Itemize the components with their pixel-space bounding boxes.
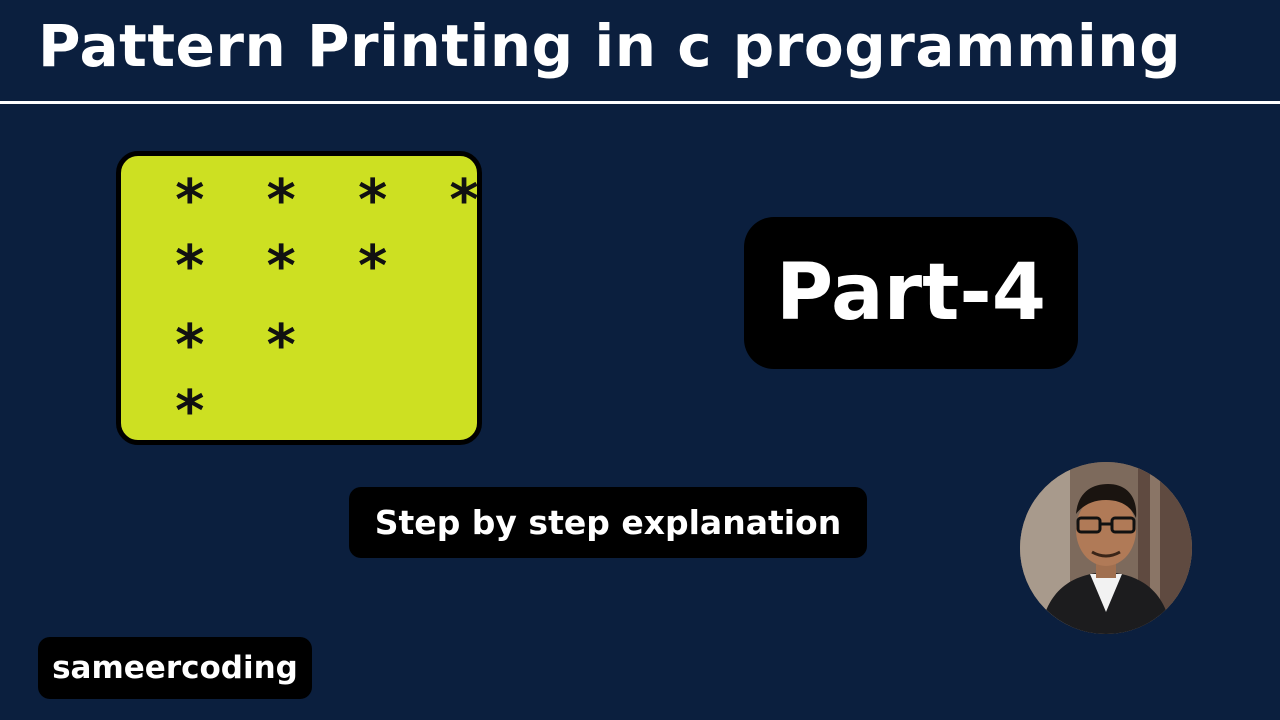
video-title: Pattern Printing in c programming [38,12,1182,80]
avatar-photo [1020,462,1192,634]
channel-badge: sameercoding [38,637,312,699]
title-divider [0,101,1280,104]
part-badge: Part-4 [744,217,1078,369]
subtitle-label: Step by step explanation [374,503,842,542]
person-photo-icon [1020,462,1192,634]
pattern-row-2: * * * [173,234,402,299]
pattern-row-4: * [173,379,219,444]
subtitle-badge: Step by step explanation [349,487,867,558]
pattern-row-1: * * * * [173,168,494,233]
pattern-row-3: * * [173,313,311,378]
pattern-box: * * * * * * * * * * [116,151,482,445]
channel-label: sameercoding [52,650,298,686]
part-label: Part-4 [775,248,1047,338]
